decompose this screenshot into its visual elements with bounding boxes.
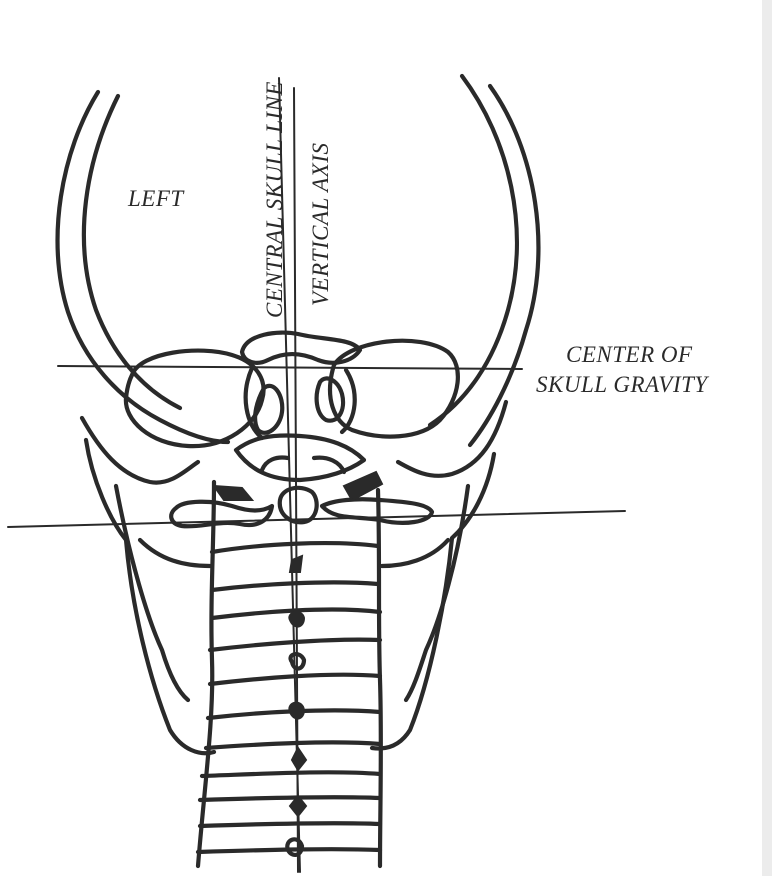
spinous-mark-2 <box>289 612 304 627</box>
cranium-left-outer <box>58 92 228 442</box>
mandible-left <box>86 440 214 753</box>
label-left: LEFT <box>127 186 185 211</box>
label-center-of-gravity-1: CENTER OF <box>566 342 693 367</box>
ramus-right <box>406 486 468 700</box>
mandible-notch-left <box>140 540 210 566</box>
vertebra-rung-1 <box>212 543 378 552</box>
spinous-mark-5 <box>292 748 306 770</box>
vertebra-rung-8 <box>202 772 380 776</box>
label-center-of-gravity-2: SKULL GRAVITY <box>536 372 709 397</box>
vertebra-rung-7 <box>206 742 380 748</box>
ramus-left <box>116 486 188 700</box>
cranium-right-inner <box>470 86 538 445</box>
occipital-condyles <box>262 458 344 473</box>
vertebra-rung-10 <box>200 823 380 826</box>
mandible-notch-right <box>382 540 448 566</box>
cranium-left-inner <box>84 96 180 408</box>
cranium-right-outer <box>430 76 517 425</box>
foramen-magnum <box>280 488 317 522</box>
label-vertical-axis: VERTICAL AXIS <box>308 143 333 306</box>
label-central-skull-line: CENTRAL SKULL LINE <box>262 81 287 318</box>
spine-left-edge <box>198 482 214 866</box>
spinous-mark-4 <box>289 703 304 719</box>
vertebra-rung-9 <box>200 797 380 800</box>
vertebra-rung-2 <box>212 582 378 590</box>
left-orbit <box>126 351 264 447</box>
mandible-right <box>372 454 494 748</box>
left-pterygoid-mark <box>214 486 252 500</box>
